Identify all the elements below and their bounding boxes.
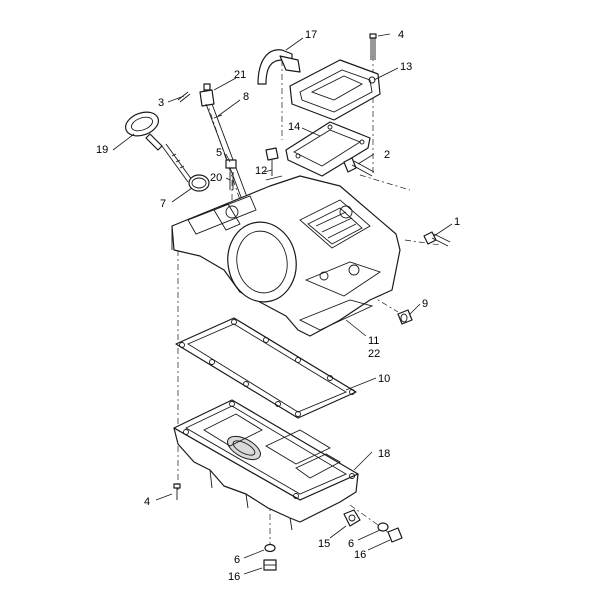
callout-7: 7 (160, 198, 166, 210)
callout-16-right: 16 (354, 549, 366, 561)
part-3-screw (177, 91, 191, 103)
part-13-top-cover (289, 59, 381, 121)
callout-4-bottom: 4 (144, 496, 150, 508)
part-1-bolt (423, 231, 451, 247)
callout-16-left: 16 (228, 571, 240, 583)
part-21-fitting (199, 83, 215, 107)
callout-18: 18 (378, 448, 390, 460)
callout-5: 5 (216, 147, 222, 159)
part-12-sensor (265, 147, 283, 181)
callout-10: 10 (378, 373, 390, 385)
leader-lines (112, 33, 453, 575)
part-7-o-ring (188, 174, 210, 192)
callout-12: 12 (255, 165, 267, 177)
part-20-stud (229, 172, 234, 190)
part-18-oil-pan (173, 399, 359, 531)
part-14-cover-gasket (285, 121, 371, 177)
part-6-washer-right (377, 522, 389, 532)
callout-3: 3 (158, 97, 164, 109)
callout-15: 15 (318, 538, 330, 550)
part-4-bolt-bottom (173, 483, 181, 500)
part-6-washer-left (264, 543, 276, 553)
callout-22: 22 (368, 348, 380, 360)
callout-11: 11 (368, 335, 379, 347)
callout-2: 2 (384, 149, 390, 161)
part-5-plug (225, 159, 237, 169)
part-10-pan-gasket (175, 317, 357, 419)
callout-1: 1 (454, 216, 460, 228)
callout-17: 17 (305, 29, 317, 41)
part-2-bolt (343, 157, 375, 177)
part-9-plug (397, 309, 413, 325)
part-16-drain-plug-right (387, 527, 403, 543)
callout-8: 8 (243, 91, 249, 103)
callout-13: 13 (400, 61, 412, 73)
callout-labels: 17 4 13 21 3 8 19 14 5 2 12 20 7 1 9 11 … (96, 29, 460, 583)
part-8-dipstick-tube (205, 103, 251, 206)
part-17-breather-hose (257, 49, 301, 85)
callout-14: 14 (288, 121, 300, 133)
part-19-dipstick (124, 111, 193, 183)
callout-9: 9 (422, 298, 428, 310)
callout-4-top: 4 (398, 29, 404, 41)
part-16-drain-plug-left (263, 559, 277, 571)
part-4-bolt-top (369, 33, 377, 60)
part-15-drain-fitting (343, 509, 361, 527)
callout-19: 19 (96, 144, 108, 156)
callout-6-left: 6 (234, 554, 240, 566)
part-11-crankcase (171, 175, 401, 337)
callout-6-right: 6 (348, 538, 354, 550)
callout-21: 21 (234, 69, 246, 81)
callout-20: 20 (210, 172, 222, 184)
